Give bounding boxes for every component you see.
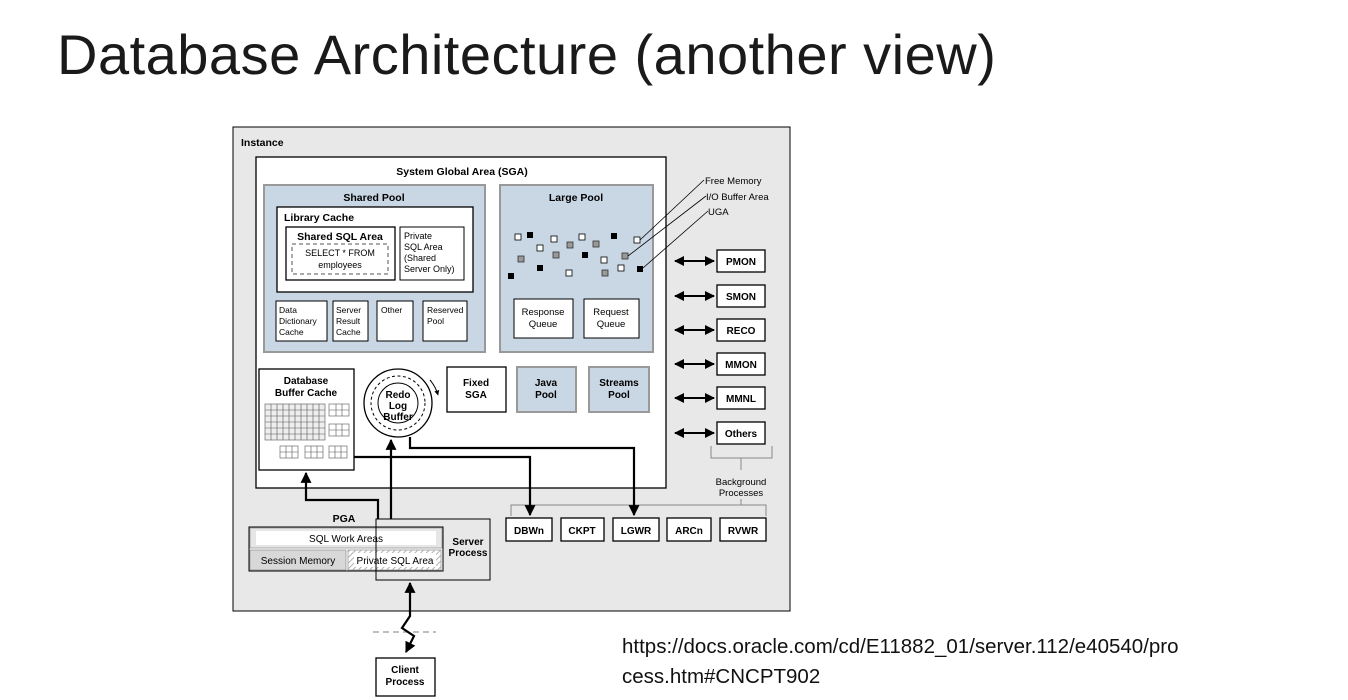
library-cache-label: Library Cache	[284, 212, 354, 224]
private-sql-l2: SQL Area	[404, 242, 443, 252]
db-buffer-l1: Database	[284, 376, 329, 387]
response-queue-box	[513, 298, 574, 339]
streams-l1: Streams	[599, 378, 639, 389]
response-l2: Queue	[529, 319, 558, 330]
sql-line-2: employees	[318, 260, 362, 270]
fixed-sga-box	[446, 366, 507, 413]
private-sql-l1: Private	[404, 231, 432, 241]
2-label: LGWR	[621, 526, 652, 537]
data-dict-l1: Data	[279, 305, 297, 315]
request-l2: Queue	[597, 319, 626, 330]
bg-process-mmon: MMON	[674, 352, 766, 376]
server-process-l1: Server	[452, 537, 483, 548]
server-result-cache-box	[332, 300, 369, 342]
private-sql-area-box	[399, 226, 465, 281]
session-memory-box	[249, 549, 347, 571]
java-l1: Java	[535, 378, 558, 389]
server-result-l2: Result	[336, 316, 361, 326]
reserved-pool-box	[422, 300, 468, 342]
bg-process-mmnl: MMNL	[674, 386, 766, 410]
background-process-list: PMON SMON RECO MMON MMNL Others	[674, 249, 766, 445]
source-url-line-2[interactable]: cess.htm#CNCPT902	[622, 665, 821, 688]
source-url-line-1[interactable]: https://docs.oracle.com/cd/E11882_01/ser…	[622, 635, 1179, 658]
other-label: Other	[381, 305, 402, 315]
redo-l2: Log	[389, 401, 407, 412]
client-process-l1: Client	[391, 665, 419, 676]
private-sql-area-label: Private SQL Area	[357, 556, 434, 567]
java-l2: Pool	[535, 390, 557, 401]
response-l1: Response	[522, 307, 565, 318]
io-buffer-label: I/O Buffer Area	[706, 192, 769, 203]
fixed-l1: Fixed	[463, 378, 489, 389]
streams-pool-box	[588, 366, 650, 413]
session-memory-label: Session Memory	[261, 556, 335, 567]
free-memory-label: Free Memory	[705, 176, 762, 187]
bg-process-lgwr	[612, 517, 660, 542]
client-process-l2: Process	[386, 677, 425, 688]
bottom-process-list: DBWn CKPT LGWR ARCn RVWR	[505, 517, 767, 542]
1-label: CKPT	[568, 526, 595, 537]
pga-label: PGA	[333, 513, 356, 525]
fixed-l2: SGA	[465, 390, 487, 401]
bg-caption-l1: Background	[716, 477, 767, 488]
reserved-l2: Pool	[427, 316, 444, 326]
sga-label: System Global Area (SGA)	[396, 166, 527, 178]
slide-title: Database Architecture (another view)	[57, 23, 997, 86]
private-sql-l4: Server Only)	[404, 264, 455, 274]
sql-line-1: SELECT * FROM	[305, 248, 375, 258]
private-sql-l3: (Shared	[404, 253, 436, 263]
server-result-l1: Server	[336, 305, 361, 315]
server-process-l2: Process	[449, 548, 488, 559]
server-result-l3: Cache	[336, 327, 361, 337]
server-process-box	[375, 518, 491, 581]
large-pool-memory-squares	[508, 232, 643, 279]
sql-work-areas-label: SQL Work Areas	[309, 534, 383, 545]
large-pool-label: Large Pool	[549, 192, 603, 204]
redo-l1: Redo	[386, 390, 411, 401]
request-queue-box	[583, 298, 640, 339]
bg-process-arcn	[666, 517, 712, 542]
5-label: Others	[725, 429, 758, 440]
client-process-box	[375, 657, 436, 697]
data-dict-l2: Dictionary	[279, 316, 318, 326]
buffer-cache-grid	[264, 403, 350, 459]
shared-pool-label: Shared Pool	[343, 192, 404, 204]
data-dict-l3: Cache	[279, 327, 304, 337]
bg-process-rvwr	[719, 517, 767, 542]
bg-process-smon: SMON	[674, 284, 766, 308]
java-pool-box	[516, 366, 577, 413]
streams-l2: Pool	[608, 390, 630, 401]
sql-statement-box	[291, 243, 389, 275]
bg-process-ckpt	[560, 517, 605, 542]
bg-process-dbwn	[505, 517, 553, 542]
3-label: MMON	[725, 360, 757, 371]
data-dictionary-cache-box	[275, 300, 328, 342]
4-label: RVWR	[728, 526, 759, 537]
3-label: ARCn	[675, 526, 703, 537]
0-label: PMON	[726, 257, 756, 268]
0-label: DBWn	[514, 526, 544, 537]
bg-caption-l2: Processes	[719, 488, 764, 499]
4-label: MMNL	[726, 394, 756, 405]
db-buffer-l2: Buffer Cache	[275, 388, 338, 399]
request-l1: Request	[593, 307, 629, 318]
uga-label: UGA	[708, 207, 729, 218]
1-label: SMON	[726, 292, 756, 303]
2-label: RECO	[727, 326, 756, 337]
bg-process-reco: RECO	[674, 318, 766, 342]
other-box	[376, 300, 414, 342]
shared-sql-area-label: Shared SQL Area	[297, 231, 383, 243]
bg-process-others: Others	[674, 421, 766, 445]
source-url[interactable]: https://docs.oracle.com/cd/E11882_01/ser…	[622, 632, 1322, 692]
bg-process-pmon: PMON	[674, 249, 766, 273]
redo-l3: Buffer	[383, 412, 413, 423]
instance-label: Instance	[241, 137, 284, 149]
reserved-l1: Reserved	[427, 305, 464, 315]
